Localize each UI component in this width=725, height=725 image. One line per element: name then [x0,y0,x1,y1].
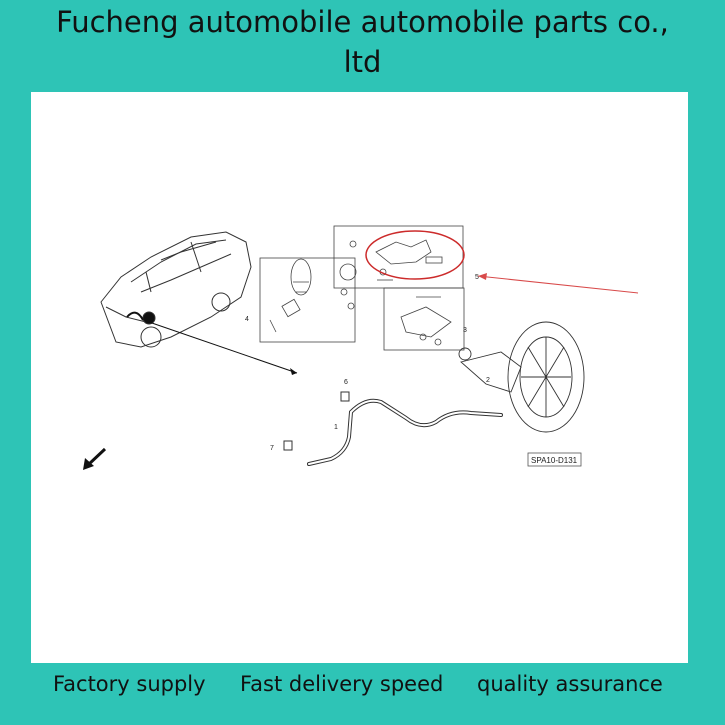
title-line-1: Fucheng automobile automobile parts co., [56,5,669,39]
direction-arrow-icon [86,447,107,467]
callout-4: 4 [245,316,249,323]
callout-7: 7 [270,445,274,452]
highlight-ellipse [365,230,465,280]
callout-2: 2 [486,377,490,384]
highlight-arrow [477,275,639,294]
highlight-arrowhead [478,273,487,280]
group-box-3 [383,287,465,351]
feature-factory-supply: Factory supply [53,672,206,696]
part-code-label: SPA10-D131 [531,456,578,465]
part-6-clip [340,391,350,402]
title-line-2: ltd [343,45,382,79]
parts-diagram-panel: 4 5 3 2 [31,92,688,663]
feature-quality-assurance: quality assurance [477,672,663,696]
part-code-box [527,452,582,467]
brake-system-diagram: 4 5 3 2 [83,225,639,470]
leader-arrowhead [290,368,297,375]
direction-arrowhead-icon [83,458,94,470]
brake-booster [458,321,585,433]
leader-line [148,321,298,374]
group-box-4 [259,257,357,343]
car-illustration [100,231,252,348]
page-title: Fucheng automobile automobile parts co.,… [0,2,725,82]
footer-features: Factory supply Fast delivery speed quali… [0,666,725,702]
callout-5: 5 [475,274,479,281]
callout-6: 6 [344,379,348,386]
callout-1: 1 [334,424,338,431]
feature-fast-delivery: Fast delivery speed [240,672,444,696]
callout-3: 3 [463,327,467,334]
part-7-clip [283,440,293,451]
